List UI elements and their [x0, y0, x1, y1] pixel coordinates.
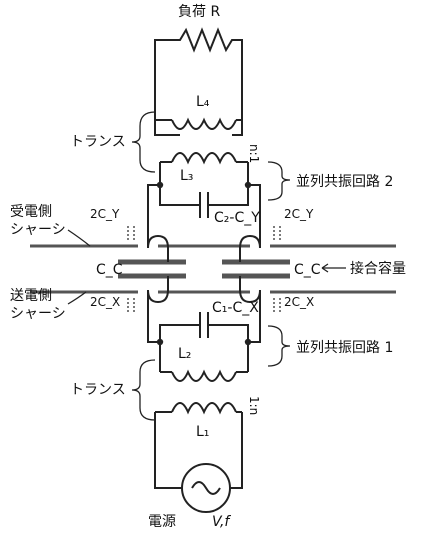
transformer-bottom-label: トランス — [70, 382, 126, 398]
crossover-left — [147, 234, 169, 320]
l3-label: L₃ — [180, 168, 193, 184]
coupling-arrow — [321, 263, 346, 273]
l3-coil — [171, 152, 237, 165]
brace-res1 — [267, 325, 291, 367]
cx-right-label: 2C_X — [284, 295, 314, 309]
send-label-1: 送電側 — [10, 288, 52, 304]
ratio-bottom: 1:n — [247, 396, 261, 415]
l4-label: L₄ — [196, 94, 210, 110]
res2-wires — [147, 162, 261, 245]
res1-wires — [147, 320, 261, 372]
l2-coil — [171, 369, 237, 382]
cc-plates-right — [222, 259, 290, 279]
brace-transformer-top — [131, 111, 156, 173]
c1cx-cap — [199, 312, 209, 338]
source-symbol — [181, 463, 231, 513]
l4-loop — [154, 70, 243, 136]
cy-right-label: 2C_Y — [284, 207, 314, 221]
cy-left-label: 2C_Y — [90, 207, 120, 221]
cc-left-label: C_C — [96, 262, 123, 278]
load-label: 負荷 R — [178, 4, 220, 20]
source-values: V,f — [212, 514, 231, 530]
source-label: 電源 — [148, 514, 176, 530]
crossover-right — [239, 234, 261, 320]
cc-plates-left — [118, 259, 186, 279]
transformer-top-label: トランス — [70, 134, 126, 150]
brace-res2 — [267, 161, 291, 201]
sine-icon — [191, 481, 221, 495]
l4-coil — [171, 117, 237, 130]
recv-label-1: 受電側 — [10, 204, 52, 220]
source-loop — [154, 412, 243, 489]
coupling-label: 接合容量 — [350, 260, 406, 277]
c2cy-label: C₂-C_Y — [214, 210, 260, 226]
l1-label: L₁ — [196, 424, 209, 440]
res2-label: 並列共振回路 2 — [296, 174, 393, 190]
brace-transformer-bottom — [131, 359, 156, 421]
l2-label: L₂ — [178, 346, 191, 362]
cx-left-label: 2C_X — [90, 295, 120, 309]
recv-label-2: シャーシ — [10, 222, 66, 238]
l1-coil — [171, 402, 237, 415]
send-label-2: シャーシ — [10, 306, 66, 322]
cc-right-label: C_C — [294, 262, 321, 278]
c1cx-label: C₁-C_X — [212, 300, 259, 316]
ratio-top: n:1 — [247, 144, 261, 163]
res1-label: 並列共振回路 1 — [296, 340, 393, 356]
load-resistor — [154, 27, 243, 70]
c2cy-cap — [199, 192, 209, 218]
